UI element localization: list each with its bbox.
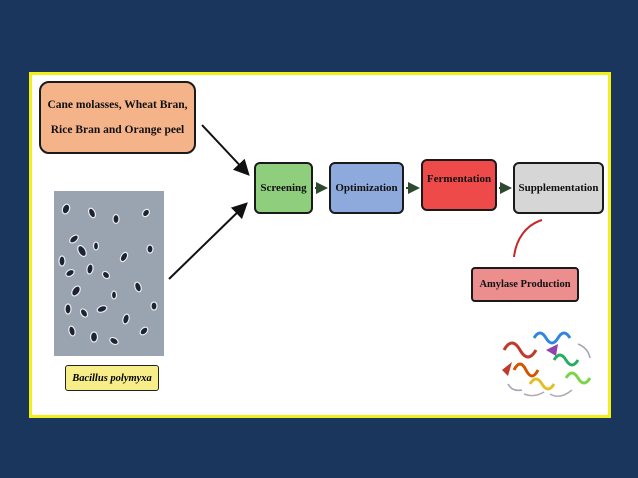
diagram-panel: Cane molasses, Wheat Bran, Rice Bran and… (29, 72, 611, 418)
amylase-production-label: Amylase Production (479, 279, 571, 290)
step-supplementation-label: Supplementation (518, 182, 599, 194)
step-optimization-label: Optimization (335, 182, 398, 194)
step-fermentation-label: Fermentation (426, 173, 492, 185)
step-supplementation: Supplementation (513, 162, 604, 214)
microscope-cells-image (54, 191, 164, 356)
curved-connector (513, 219, 543, 258)
protein-structure-image (502, 331, 592, 397)
step-fermentation: Fermentation (421, 159, 497, 211)
arrow-icon (201, 124, 250, 176)
step-optimization: Optimization (329, 162, 404, 214)
step-screening-label: Screening (260, 182, 307, 194)
substrates-line-2: Rice Bran and Orange peel (50, 123, 185, 136)
amylase-production-box: Amylase Production (471, 267, 579, 302)
substrates-line-1: Cane molasses, Wheat Bran, (47, 98, 188, 111)
step-screening: Screening (254, 162, 313, 214)
substrates-box: Cane molasses, Wheat Bran, Rice Bran and… (39, 81, 196, 154)
organism-label: Bacillus polymyxa (65, 365, 159, 391)
bacillus-microscope-image (54, 191, 164, 356)
arrow-icon (168, 202, 248, 280)
connector-arrows (168, 124, 592, 397)
